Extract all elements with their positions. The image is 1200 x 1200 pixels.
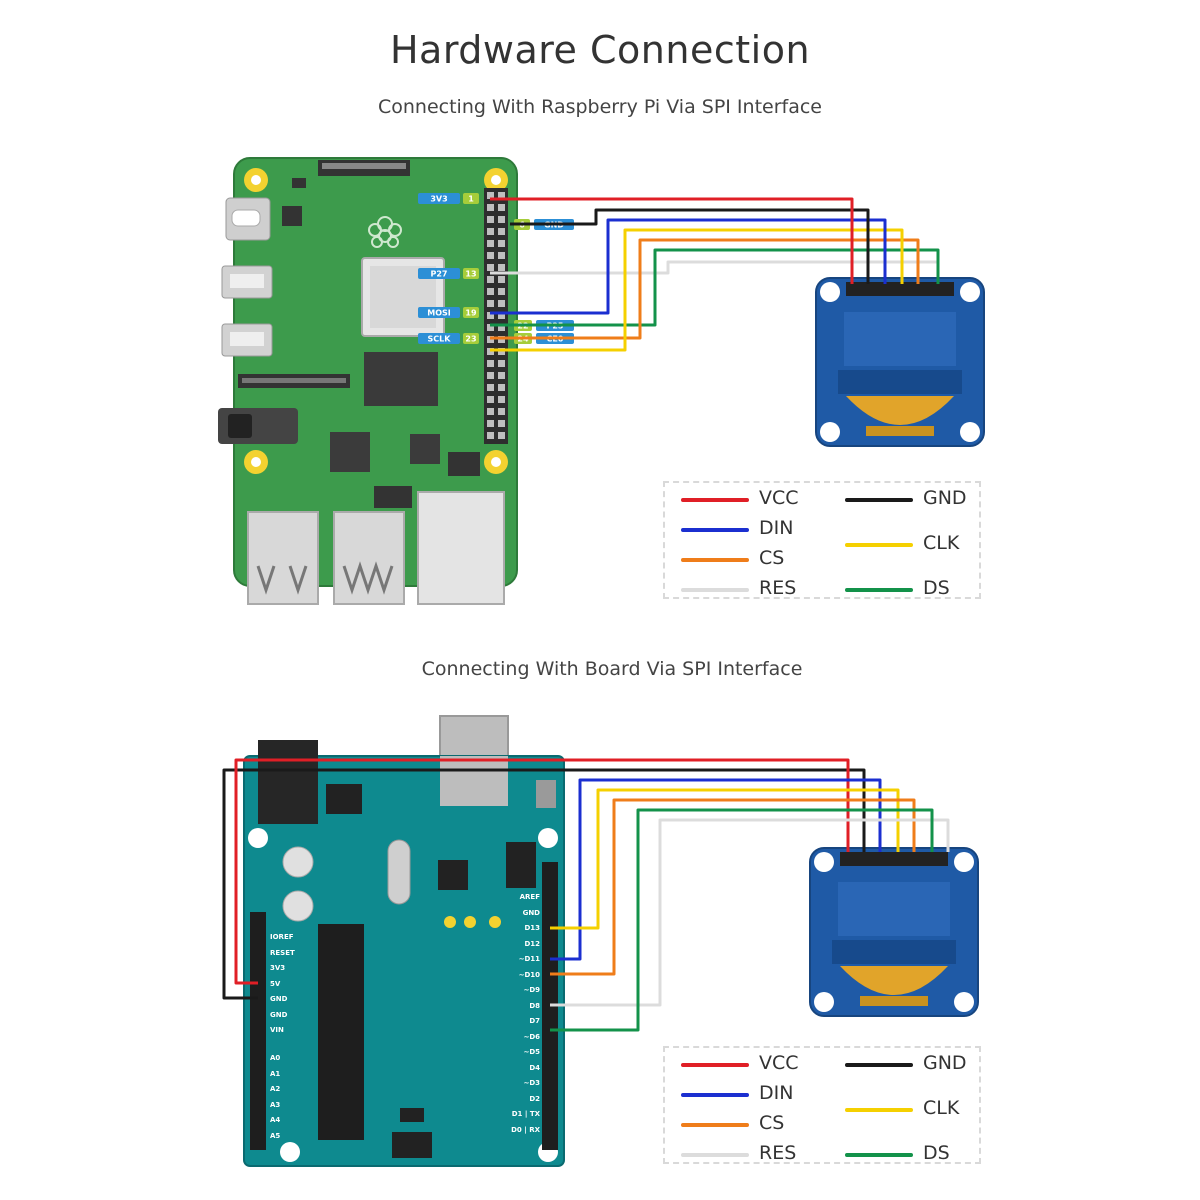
legend-bottom: VCC GND DIN CLK CS RES DS (663, 1046, 981, 1164)
arduino-pin-label: VIN (270, 1026, 284, 1034)
arduino-pin-label: GND (270, 1010, 288, 1019)
arduino-pin-label: A3 (270, 1100, 281, 1109)
arduino-pin-label: A2 (270, 1085, 281, 1093)
pin-tag-1: 1 (468, 195, 474, 204)
arduino-pin-label: ~D3 (523, 1079, 540, 1087)
arduino-pin-label: ~D9 (523, 986, 540, 994)
pin-tag-3v3: 3V3 (430, 195, 447, 204)
arduino-pin-label: ~D11 (518, 955, 540, 963)
arduino-pin-label: ~D5 (523, 1048, 540, 1056)
arduino-pin-label: A5 (270, 1131, 281, 1140)
arduino-pin-label: D2 (529, 1094, 540, 1103)
arduino-pin-label: A0 (270, 1054, 281, 1062)
arduino-pin-label: D13 (524, 924, 540, 932)
pin-tag-p27: P27 (431, 270, 448, 279)
pin-tag-mosi: MOSI (427, 309, 451, 318)
pi-section-subtitle: Connecting With Raspberry Pi Via SPI Int… (378, 96, 822, 118)
page-title: Hardware Connection (389, 28, 811, 72)
arduino-pin-label: GND (270, 995, 288, 1003)
arduino-pin-label: A4 (270, 1116, 281, 1124)
arduino-pin-label: D12 (524, 939, 540, 948)
raspberry-pi-board: 3V3 1 6 GND P27 13 MOSI 19 SCLK 23 22 24 (218, 157, 574, 605)
arduino-pin-label: IOREF (270, 933, 294, 941)
arduino-pin-label: ~D10 (518, 970, 540, 979)
pin-tag-sclk: SCLK (428, 335, 452, 344)
arduino-pin-label: D0 | RX (511, 1125, 540, 1134)
arduino-pin-label: D4 (529, 1063, 540, 1072)
arduino-pin-label: 5V (270, 979, 281, 988)
arduino-pin-label: D1 | TX (511, 1110, 540, 1118)
arduino-pin-label: D8 (529, 1001, 540, 1010)
arduino-pin-label: AREF (519, 893, 540, 901)
arduino-pin-label: 3V3 (270, 964, 286, 972)
pi-wires (490, 197, 940, 352)
arduino-pin-label: GND (522, 908, 540, 917)
arduino-pin-label: D7 (529, 1017, 540, 1025)
arduino-pin-label: RESET (270, 948, 295, 957)
arduino-pin-label: ~D6 (523, 1032, 540, 1041)
board-wires (222, 758, 950, 1032)
board-section-subtitle: Connecting With Board Via SPI Interface (421, 658, 803, 680)
oled-module-bottom (809, 847, 979, 1017)
arduino-board (243, 715, 565, 1167)
pin-tag-23: 23 (465, 335, 476, 344)
arduino-pin-label: A1 (270, 1069, 281, 1078)
pin-tag-13: 13 (465, 270, 476, 279)
legend-top: VCC GND DIN CLK CS RES DS (663, 481, 981, 599)
pin-tag-19: 19 (465, 309, 477, 318)
oled-module-top (815, 277, 985, 447)
